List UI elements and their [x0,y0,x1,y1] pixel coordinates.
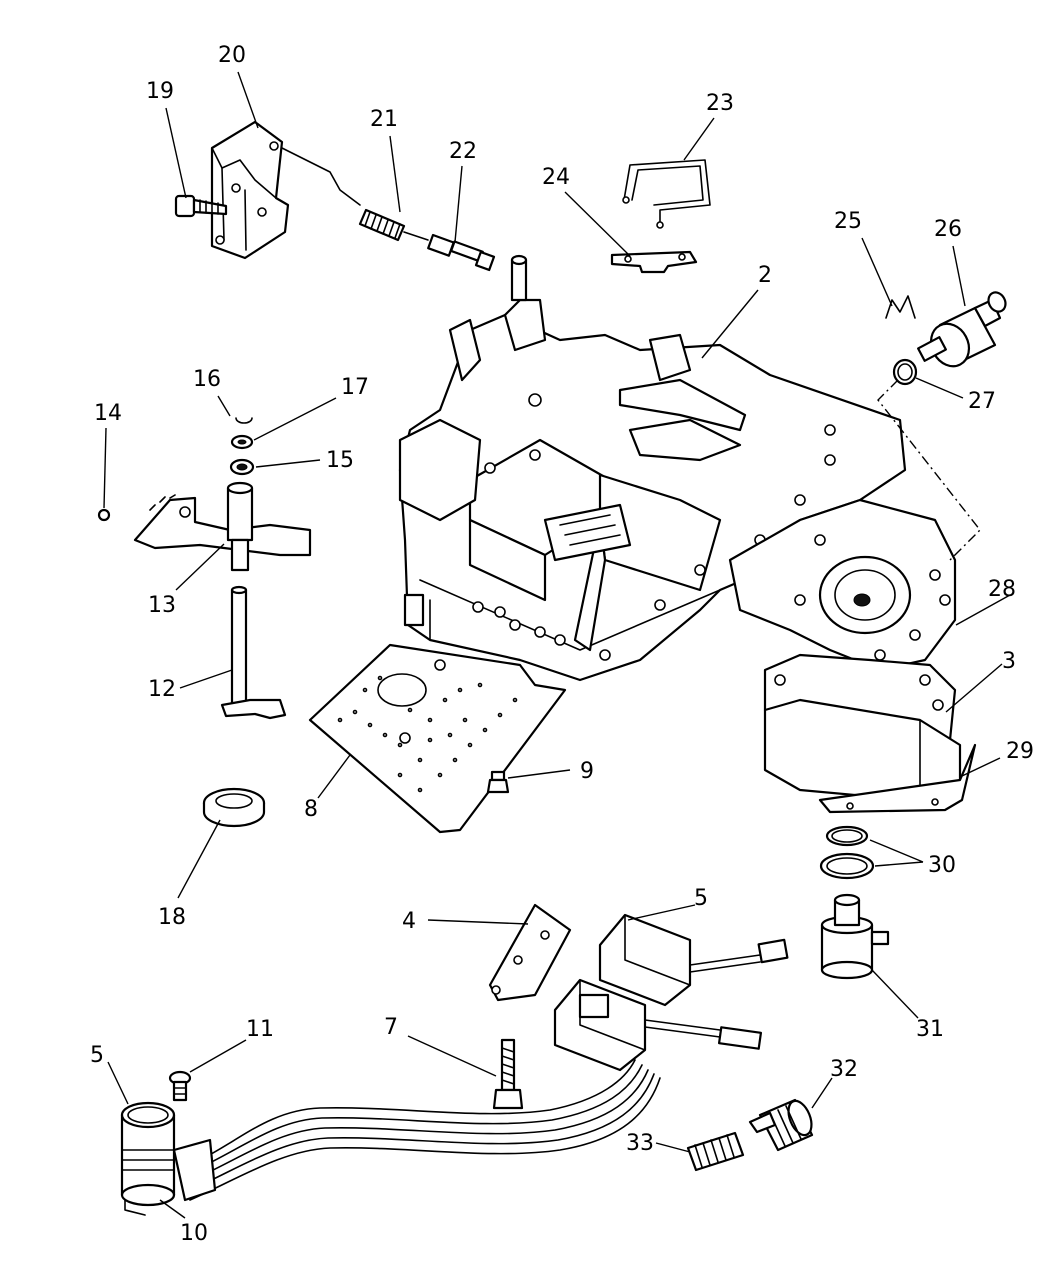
callout-16: 16 [193,367,221,392]
part-22-valve [427,233,496,272]
callout-2: 2 [758,263,772,288]
callout-22: 22 [449,139,477,164]
callout-18: 18 [158,905,186,930]
callout-20: 20 [218,43,246,68]
part-27-oring [892,358,918,386]
part-9-bolt [486,770,510,794]
assembly-dashed-line [877,379,981,561]
callout-24: 24 [542,165,570,190]
callout-28: 28 [988,577,1016,602]
callout-25: 25 [834,209,862,234]
wire-harness [189,1059,661,1201]
callout-15: 15 [326,448,354,473]
part-10-seal [120,1183,176,1216]
part-17-washer [230,434,254,450]
part-5-solenoid-assembly [553,913,789,1072]
callout-5-lower: 5 [90,1043,104,1068]
callout-12: 12 [148,677,176,702]
callout-9: 9 [580,759,594,784]
callout-31: 31 [916,1017,944,1042]
part-4-bracket [488,903,572,1002]
callout-11: 11 [246,1017,274,1042]
callout-14: 14 [94,401,122,426]
leader-lines [103,71,1011,1219]
part-24-clip [610,250,698,274]
part-15-washer [229,458,255,476]
part-26-solenoid [917,291,1007,368]
callout-33: 33 [626,1131,654,1156]
part-13-lever [133,481,312,572]
accumulator-housing [763,698,962,802]
part-25-clip [885,295,916,319]
callout-21: 21 [370,107,398,132]
part-19-bolt [174,194,228,218]
callout-labels: 20 19 21 22 23 24 2 25 26 27 16 17 14 15… [90,43,1034,1246]
callout-27: 27 [968,389,996,414]
part-28-separator-plate [728,498,957,672]
part-30-orings [819,825,875,880]
part-12-shaft [220,585,287,720]
callout-29: 29 [1006,739,1034,764]
callout-30: 30 [928,853,956,878]
callout-10: 10 [180,1221,208,1246]
part-32-screen [748,1098,814,1152]
part-23-rod [622,159,711,229]
callout-19: 19 [146,79,174,104]
callout-13: 13 [148,593,176,618]
callout-26: 26 [934,217,962,242]
callout-5-upper: 5 [694,886,708,911]
part-16-clip [235,417,253,424]
part-18-seal [202,787,266,828]
part-14-ball [97,508,111,522]
part-11-screw [168,1070,192,1102]
part-33-spring [686,1131,745,1172]
part-8-filter [308,643,567,834]
part-31-sensor [820,893,890,980]
part-2-valve-body [398,254,907,682]
callout-32: 32 [830,1057,858,1082]
part-7-bolt [492,1038,524,1110]
part-20-bracket [210,120,361,260]
callout-17: 17 [341,375,369,400]
callout-3: 3 [1002,649,1016,674]
part-21-spring [358,208,429,242]
callout-4: 4 [402,909,416,934]
callout-7: 7 [384,1015,398,1040]
part-29-gasket [818,743,977,814]
callout-23: 23 [706,91,734,116]
callout-8: 8 [304,797,318,822]
